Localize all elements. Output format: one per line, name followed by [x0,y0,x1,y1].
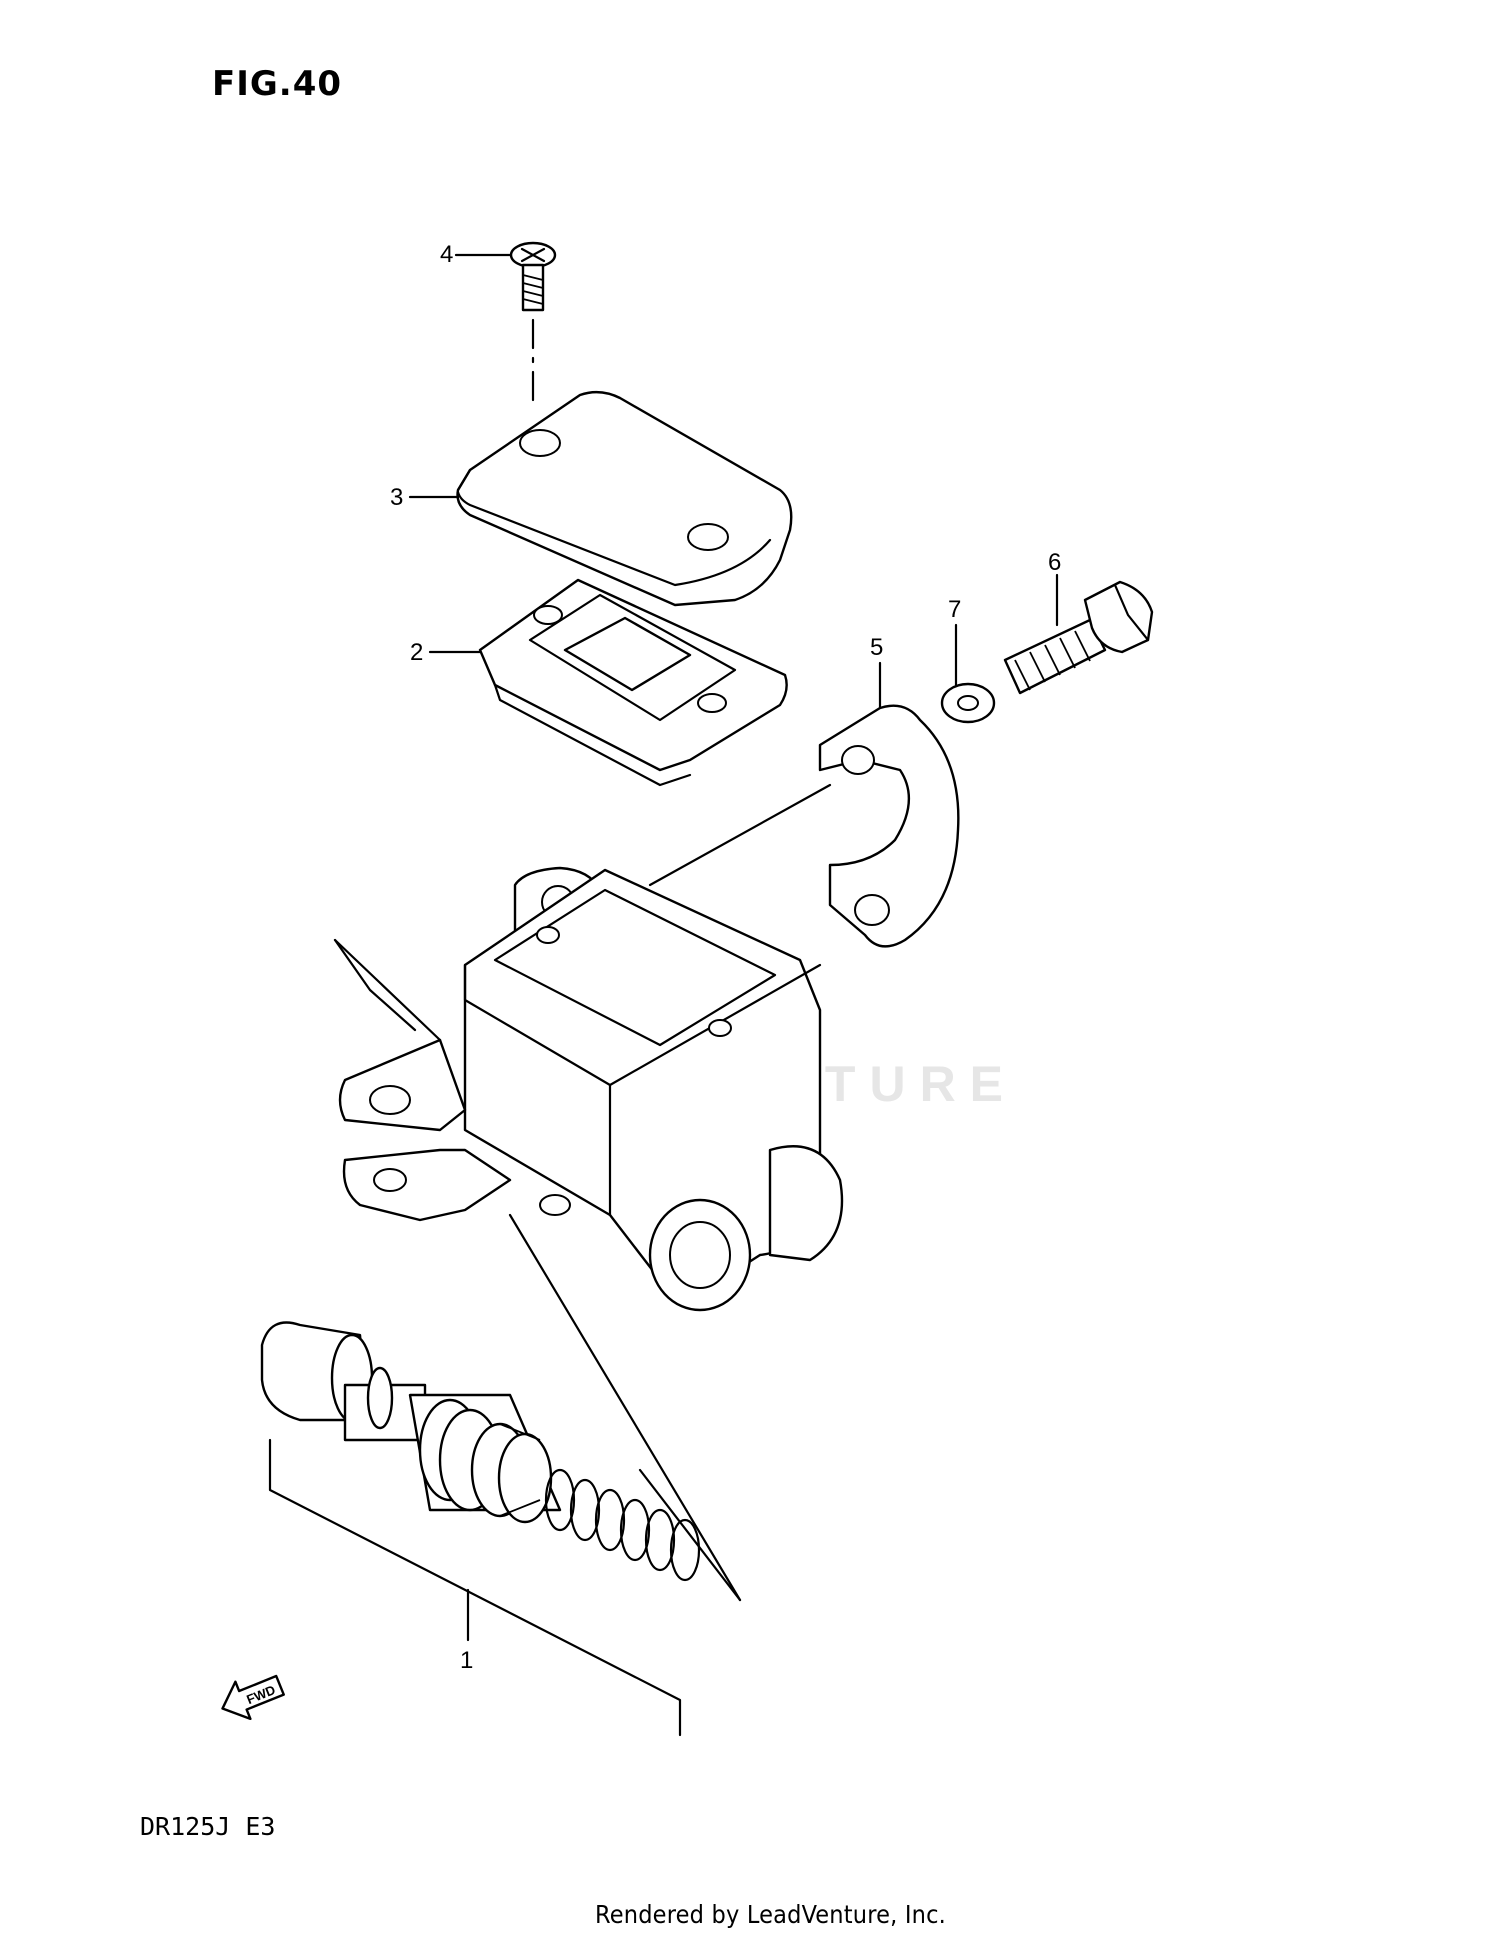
model-code: DR125J E3 [140,1812,276,1841]
part-2-diaphragm [478,578,788,787]
callout-5: 5 [870,634,883,710]
svg-text:4: 4 [440,241,453,268]
callout-7: 7 [948,596,961,687]
part-1-piston-kit [260,1321,701,1737]
svg-text:3: 3 [390,484,403,511]
svg-text:1: 1 [460,1647,473,1674]
callout-6: 6 [1048,549,1061,627]
svg-text:2: 2 [410,639,423,666]
svg-text:6: 6 [1048,549,1061,576]
callout-3: 3 [390,484,460,511]
part-7-washer [940,682,996,724]
callout-1: 1 [460,1647,473,1674]
part-5-clamp [648,704,960,948]
master-cylinder-body [333,866,844,1602]
footer-credit: Rendered by LeadVenture, Inc. [595,1900,947,1929]
fwd-arrow-icon: FWD [221,1674,285,1721]
part-3-cap [456,390,793,607]
svg-text:7: 7 [948,596,961,623]
callout-4: 4 [440,241,512,268]
part-6-bolt [1003,580,1154,695]
figure-title: FIG.40 [212,64,343,104]
piston-spring [544,1468,701,1582]
svg-text:5: 5 [870,634,883,661]
part-4-screw [509,241,557,412]
callout-2: 2 [410,639,482,666]
